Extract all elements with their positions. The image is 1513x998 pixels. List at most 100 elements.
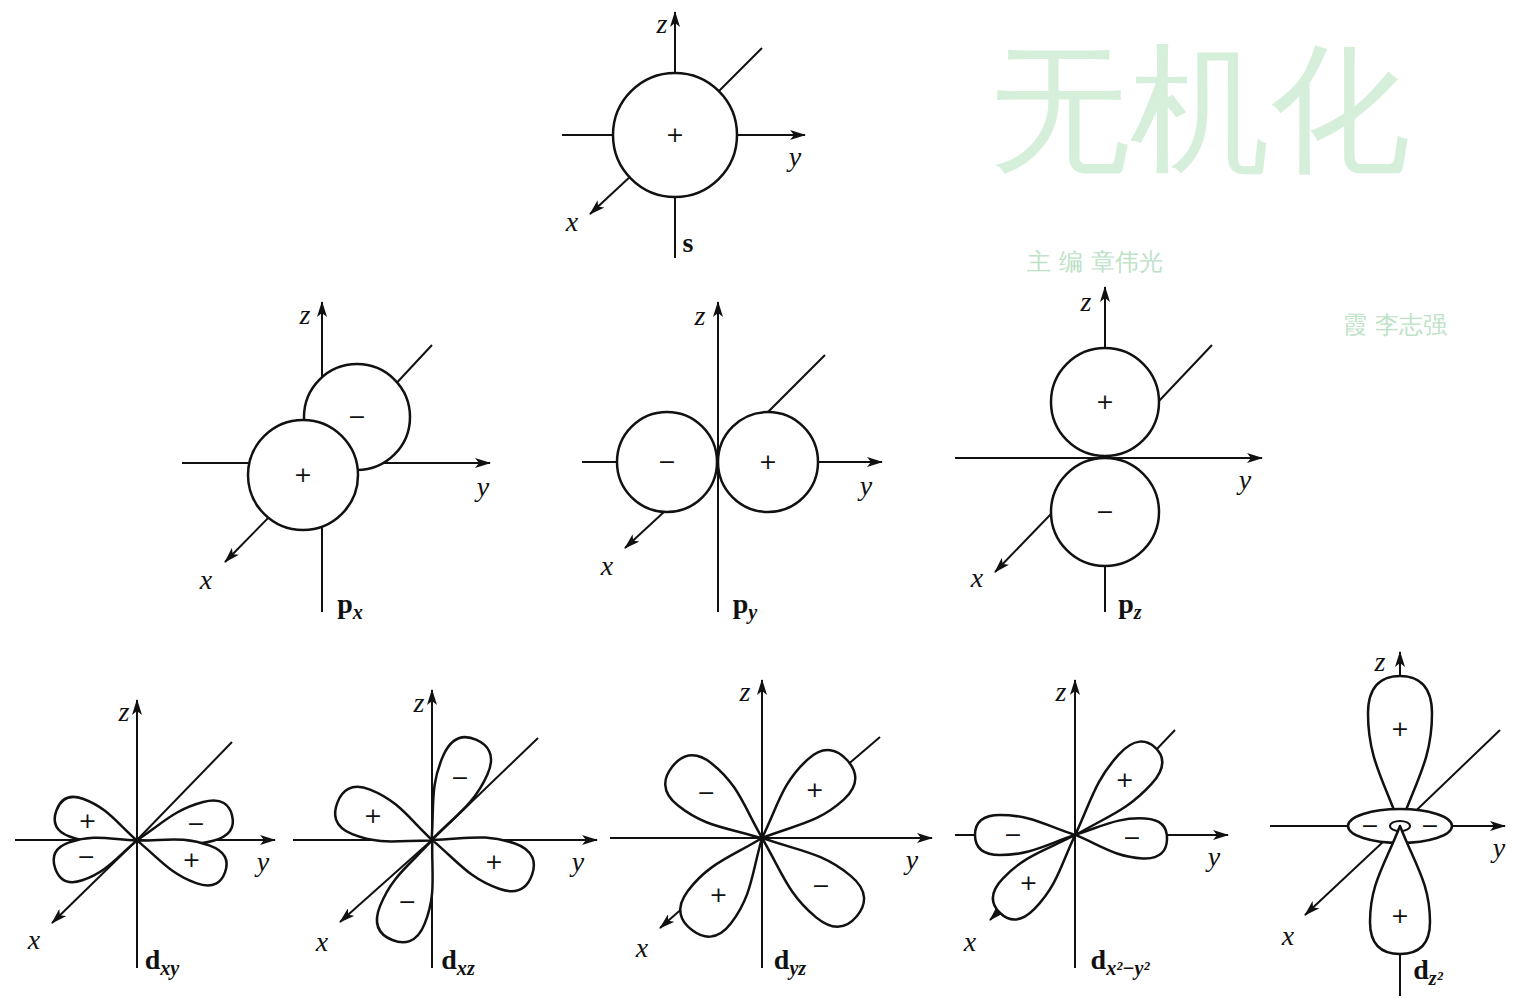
phase-sign: − (348, 406, 366, 428)
axis-label: z (1056, 678, 1067, 706)
orbital-lobe: − (657, 746, 765, 841)
orbital-subscript: yz (789, 957, 806, 979)
axes-dyz (610, 680, 932, 968)
lobe-shape (248, 420, 358, 530)
axis-line (955, 730, 1175, 968)
orbital-lobe: − (49, 831, 140, 889)
lobe-shape (718, 412, 818, 512)
axes-dxz (293, 690, 597, 968)
axis-label: z (119, 698, 130, 726)
axis-line (15, 742, 232, 968)
axes-dx2y2 (955, 680, 1228, 968)
phase-sign: + (759, 451, 777, 473)
orbital-lobe: + (985, 832, 1078, 927)
phase-sign: + (805, 779, 823, 801)
orbital-lobe: − (1072, 814, 1171, 862)
axis-line (562, 48, 762, 258)
lobe-shape (1051, 348, 1159, 456)
orbital-lobe: + (715, 409, 821, 515)
orbital-subscript: x²−y² (1106, 957, 1149, 979)
watermark: 主 编 章伟光 (1027, 250, 1162, 274)
phase-sign: + (182, 849, 200, 871)
lobe-outline (1072, 814, 1171, 862)
lobe-shape (137, 839, 227, 885)
orbital-lobe: − (614, 409, 720, 515)
lobe-shape (762, 838, 864, 927)
orbital-name: dz² (1413, 956, 1442, 984)
phase-sign: − (1096, 501, 1114, 523)
axis-label: x (1282, 922, 1294, 950)
axis-label: x (316, 928, 328, 956)
lobe-shape (617, 412, 717, 512)
phase-sign: − (1123, 827, 1141, 849)
phase-sign: + (666, 124, 684, 146)
lobe-shape (432, 737, 491, 840)
lobe-shape (1370, 826, 1430, 954)
lobe-shape (377, 840, 433, 942)
orbital-lobe: + (1048, 345, 1162, 459)
lobe-shape (1051, 458, 1159, 566)
lobe-shape (613, 73, 737, 197)
axis-label: x (200, 566, 212, 594)
axis-arrow (717, 302, 719, 462)
phase-sign: + (1096, 391, 1114, 413)
axis-label: y (789, 143, 801, 171)
phase-sign: − (658, 451, 676, 473)
lobe-outline (429, 830, 539, 899)
axis-label: z (695, 302, 706, 330)
orbital-lobe: − (369, 837, 440, 947)
phase-sign: + (78, 810, 96, 832)
axis-arrow (136, 700, 138, 840)
orbital-lobe: − (427, 732, 499, 843)
lobe-outline (1365, 673, 1435, 829)
axis-label: y (257, 848, 269, 876)
phase-sign: + (294, 464, 312, 486)
orbital-subscript: xy (160, 957, 179, 979)
axis-arrow (1105, 457, 1262, 459)
axis-label: z (740, 678, 751, 706)
lobe-shape (53, 837, 136, 881)
orbital-lobe: + (330, 779, 435, 849)
orbital-subscript: y (748, 601, 757, 623)
axes-dxy (15, 700, 275, 968)
axis-label: y (572, 848, 584, 876)
phase-sign: + (1019, 872, 1037, 894)
orbital-lobe: + (245, 417, 361, 533)
orbital-lobe: − (1048, 455, 1162, 569)
phase-sign: + (1391, 718, 1409, 740)
phase-sign: − (187, 813, 205, 835)
axis-label: y (477, 473, 489, 501)
orbital-lobe: + (1365, 673, 1435, 829)
orbital-name: pz (1118, 590, 1141, 618)
phase-sign: + (1391, 905, 1409, 927)
orbital-lobe: + (610, 70, 740, 200)
watermark: 霞 李志强 (1343, 313, 1447, 337)
orbital-lobe: + (429, 830, 539, 899)
axis-label: x (636, 934, 648, 962)
axis-line (582, 355, 825, 612)
orbital-name: dx²−y² (1091, 946, 1150, 974)
phase-sign: + (364, 805, 382, 827)
phase-sign: + (1115, 769, 1133, 791)
orbital-subscript: z (1134, 601, 1142, 623)
phase-sign: + (485, 851, 503, 873)
axis-label: x (971, 564, 983, 592)
lobe-outline (1367, 823, 1433, 957)
lobe-shape (137, 800, 233, 844)
lobe-shape (55, 797, 137, 842)
orbital-lobe: − (759, 835, 872, 936)
axes-s (562, 12, 805, 258)
axis-label: y (1208, 843, 1220, 871)
axis-label: z (1081, 288, 1092, 316)
axes-pz (955, 287, 1262, 612)
axis-label: y (906, 846, 918, 874)
phase-sign: − (451, 767, 469, 789)
orbital-name: dxz (441, 946, 475, 974)
axis-line (293, 738, 538, 968)
axis-label: y (1239, 466, 1251, 494)
orbital-name: s (683, 229, 694, 257)
axis-line (955, 345, 1212, 612)
phase-sign: − (697, 782, 715, 804)
axis-line (610, 737, 880, 968)
orbital-subscript: xz (457, 957, 475, 979)
